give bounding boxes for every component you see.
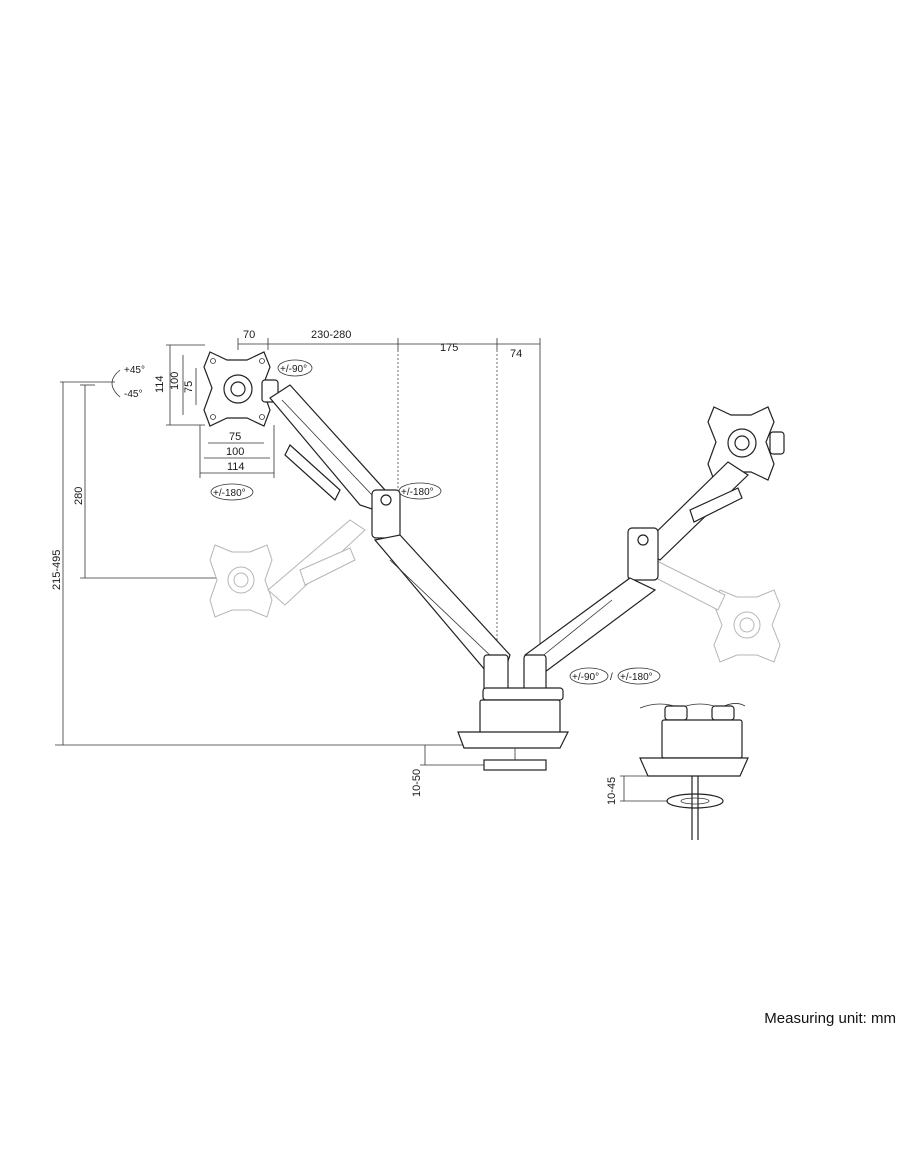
rot-tilt-up: +45° — [124, 365, 145, 376]
dim-top-reach: 230-280 — [311, 329, 351, 341]
tilt-arc-icon — [111, 369, 121, 398]
dim-vesa-75-horizontal: 75 — [229, 431, 241, 443]
rot-swivel-arm: +/-180° — [401, 487, 434, 498]
dim-vesa-100-horizontal: 100 — [226, 446, 244, 458]
dim-height-range: 215-495 — [51, 550, 63, 590]
height-dimension-lines — [55, 381, 490, 766]
left-arm-assembly — [203, 351, 511, 694]
left-lower-arm — [373, 534, 511, 671]
dim-top-left: 70 — [243, 329, 255, 341]
vesa-dimension-lines — [166, 344, 275, 478]
dim-clamp-range: 10-50 — [411, 769, 423, 797]
rot-tilt-down: -45° — [124, 389, 142, 400]
dim-vesa-75-vertical: 75 — [183, 381, 195, 393]
rot-top-90: +/-90° — [280, 364, 307, 375]
dim-vesa-100-vertical: 100 — [169, 372, 181, 390]
ghost-left-monitor-plate — [209, 519, 366, 618]
rot-swivel-left: +/-180° — [213, 488, 246, 499]
dim-top-mid: 175 — [440, 342, 458, 354]
dim-top-right: 74 — [510, 348, 522, 360]
dim-grommet-range: 10-45 — [606, 777, 618, 805]
dim-vesa-114-horizontal: 114 — [227, 461, 245, 473]
dim-arm-drop: 280 — [73, 487, 85, 505]
rot-base-90: +/-90° — [572, 672, 599, 683]
ghost-right-monitor-plate — [649, 559, 781, 663]
top-dimension-lines — [237, 338, 541, 690]
rotation-labels: +/-90° +/-180° +/-180° +/-90° / +/-180° — [210, 359, 661, 685]
rot-base-separator: / — [610, 672, 613, 683]
measuring-unit-note: Measuring unit: mm — [764, 1010, 896, 1027]
rot-base-180: +/-180° — [620, 672, 653, 683]
dim-vesa-114-vertical: 114 — [154, 375, 166, 393]
post-and-clamp — [457, 687, 569, 771]
grommet-mount-inset — [620, 703, 749, 840]
right-arm-assembly — [523, 406, 785, 694]
right-elbow-joint — [627, 527, 659, 581]
